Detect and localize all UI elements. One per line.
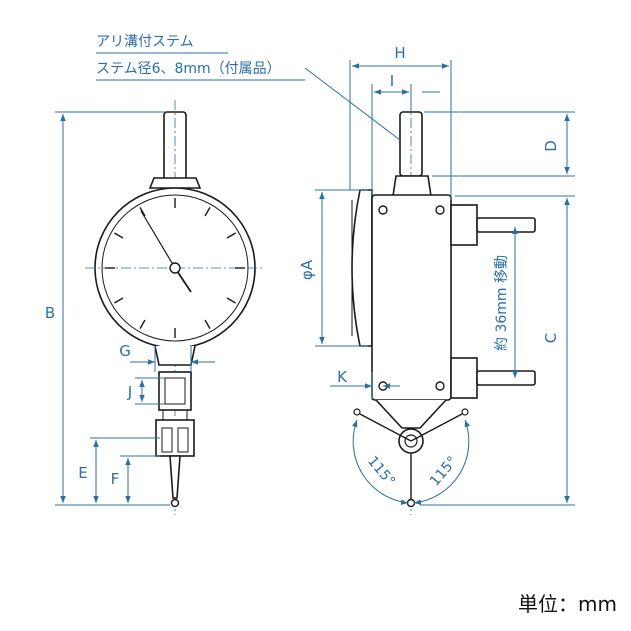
angle-label-left: 115° [364, 453, 398, 489]
side-body [371, 194, 452, 401]
dim-label-d: D [542, 140, 560, 152]
side-lower-body [375, 399, 447, 429]
unit-label: 単位：mm [518, 592, 617, 616]
dial-pointer [140, 210, 176, 269]
stroke-label: 約 36mm 移動 [494, 255, 510, 351]
dim-label-phi-a: φA [298, 259, 316, 280]
callout-line-1: アリ溝付ステム [96, 34, 194, 50]
dim-label-e: E [78, 464, 87, 482]
side-dimensions [304, 60, 575, 506]
angle-label-right: 115° [427, 453, 461, 489]
dim-label-g: G [119, 342, 131, 360]
dial-ticks [105, 198, 245, 338]
dim-label-c: C [542, 333, 560, 343]
dim-label-k: K [337, 368, 348, 386]
dim-label-f: F [111, 470, 120, 488]
dial-hub [169, 262, 181, 274]
front-stylus [169, 455, 181, 499]
side-dial-profile [351, 189, 373, 347]
front-view [85, 100, 265, 515]
front-dimensions [55, 111, 215, 506]
dim-label-j: J [127, 383, 132, 401]
callout-line-2: ステム径6、8mm（付属品） [96, 61, 281, 77]
side-dovetail-upper [450, 204, 478, 246]
dim-label-h: H [394, 44, 405, 62]
dim-label-b: B [45, 304, 55, 322]
side-dovetail-lower [450, 357, 478, 399]
side-view [351, 100, 536, 515]
front-contact-ball [170, 498, 180, 508]
side-collar [392, 175, 432, 197]
front-collar [148, 177, 202, 189]
dim-label-i: I [390, 72, 394, 90]
front-neck [154, 345, 196, 366]
